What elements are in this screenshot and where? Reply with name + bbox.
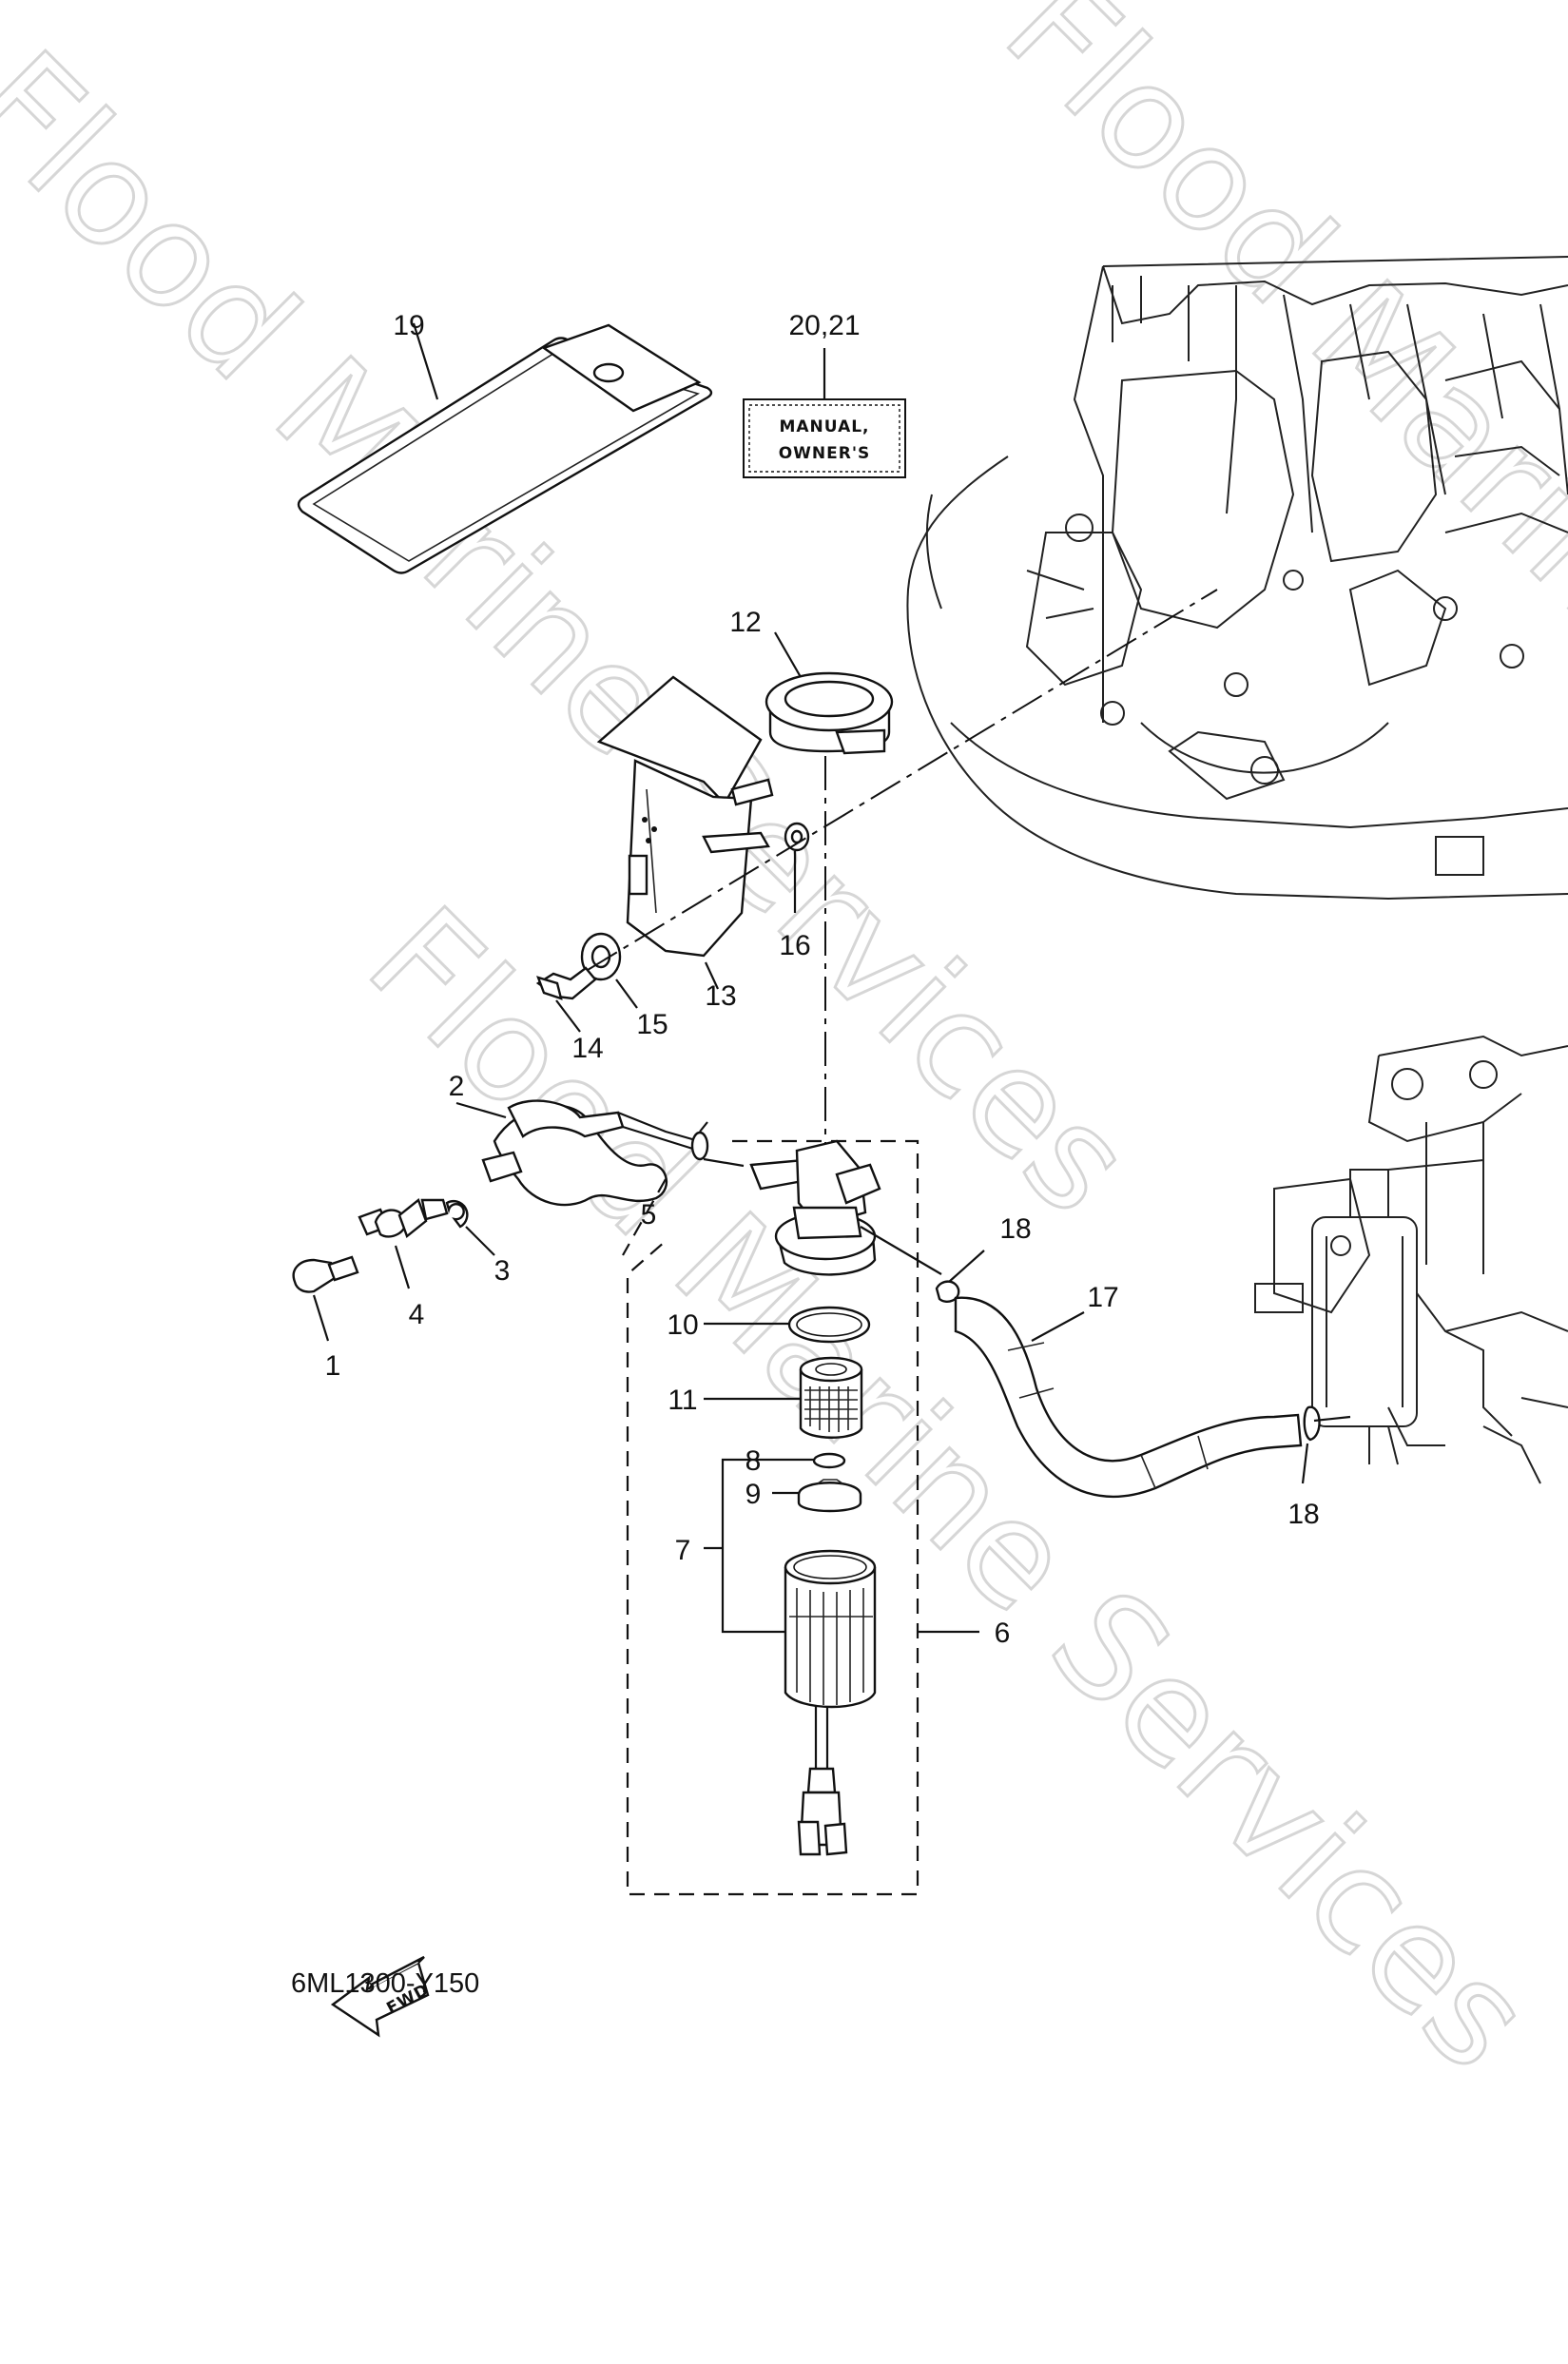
callout-12: 12 bbox=[729, 607, 761, 638]
callout-13: 13 bbox=[705, 980, 736, 1012]
filter-element bbox=[704, 1356, 863, 1439]
grommet-16 bbox=[784, 822, 810, 913]
callout-11: 11 bbox=[668, 1385, 697, 1416]
callout-10: 10 bbox=[667, 1309, 698, 1341]
alignment-line bbox=[587, 589, 1218, 971]
callout-3: 3 bbox=[494, 1255, 511, 1287]
callout-19: 19 bbox=[393, 310, 424, 341]
small-ring-8 bbox=[772, 1452, 846, 1469]
watermark: Flood Marine Services Flood Marine Servi… bbox=[0, 0, 1568, 2102]
callout-9: 9 bbox=[745, 1479, 762, 1510]
callout-8: 8 bbox=[745, 1445, 762, 1477]
hose-clamp-3 bbox=[445, 1200, 495, 1256]
float-9 bbox=[772, 1479, 862, 1513]
callout-5: 5 bbox=[641, 1199, 657, 1230]
fuel-hose-17 bbox=[935, 1250, 1351, 1498]
joint-fitting bbox=[358, 1198, 449, 1289]
fuel-hose bbox=[455, 1099, 700, 1207]
callout-15: 15 bbox=[636, 1009, 668, 1040]
assembly-boundary bbox=[626, 1139, 920, 1896]
callout-2: 2 bbox=[449, 1071, 465, 1102]
watermark-text: Flood Marine Services bbox=[975, 0, 1568, 1170]
callout-16: 16 bbox=[779, 930, 810, 961]
drain-plug bbox=[292, 1255, 359, 1342]
callout-7: 7 bbox=[675, 1535, 691, 1566]
bracket-ring bbox=[765, 631, 894, 755]
callout-18-lower: 18 bbox=[1287, 1499, 1319, 1530]
engine-upper-illustration bbox=[906, 256, 1568, 901]
callout-6: 6 bbox=[995, 1618, 1011, 1649]
o-ring bbox=[704, 1306, 871, 1344]
manual-label-line2: OWNER'S bbox=[779, 444, 871, 463]
drawing-code: 6ML1300-Y150 bbox=[291, 1968, 479, 1999]
filter-cup bbox=[704, 1458, 877, 1856]
owners-manual-label: MANUAL, OWNER'S bbox=[743, 348, 906, 478]
filter-cover bbox=[596, 675, 774, 990]
engine-lower-illustration bbox=[1254, 1035, 1568, 1484]
callout-labels: 19 20,21 12 16 13 15 14 2 5 3 4 1 18 17 … bbox=[325, 310, 1320, 1649]
tool-pouch bbox=[297, 322, 713, 574]
manual-label-line1: MANUAL, bbox=[779, 417, 869, 436]
callout-4: 4 bbox=[409, 1299, 425, 1330]
callout-17: 17 bbox=[1087, 1282, 1118, 1313]
callout-20-21: 20,21 bbox=[788, 310, 860, 341]
callout-1: 1 bbox=[325, 1350, 341, 1382]
filter-head bbox=[749, 1139, 942, 1276]
callout-18-upper: 18 bbox=[999, 1213, 1031, 1245]
hose-clip-5 bbox=[622, 1121, 745, 1256]
callout-14: 14 bbox=[571, 1033, 603, 1064]
